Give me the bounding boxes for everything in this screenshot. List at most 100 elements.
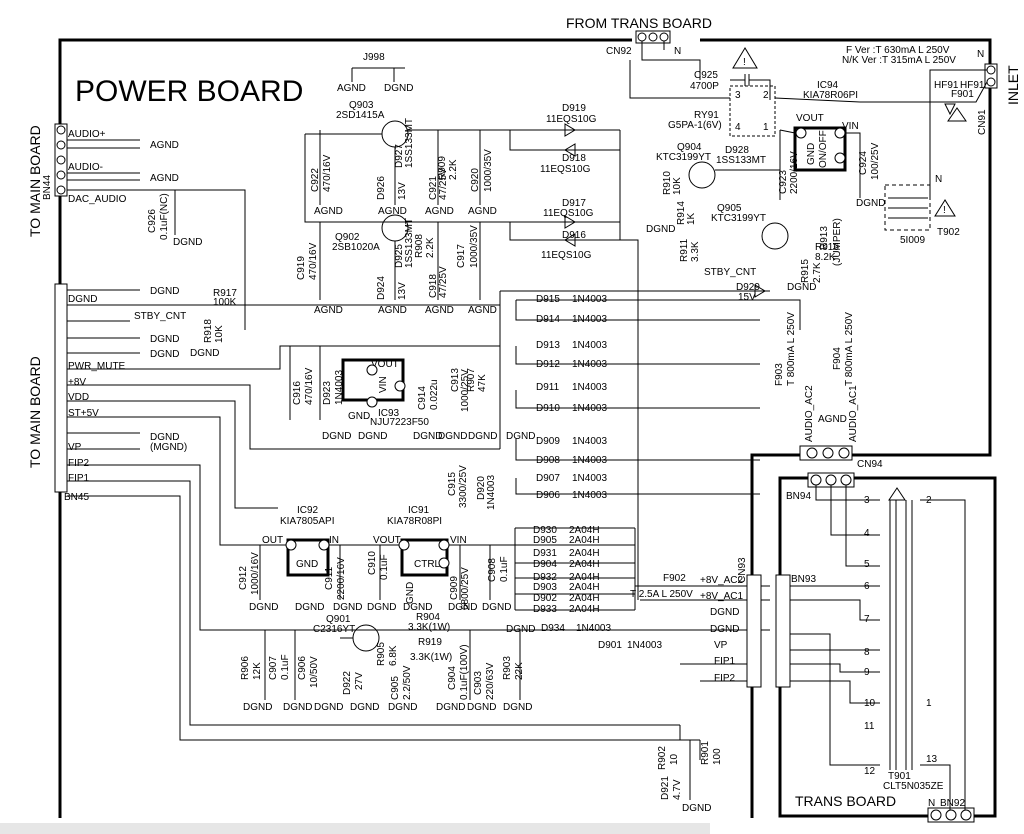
bn94-connector: BN94 [786,472,855,502]
to-main-label-top: TO MAIN BOARD [27,125,43,237]
c911-label: C911 [324,566,335,590]
c911-value: 2200/16V [336,557,347,600]
d903-value: 2A04H [569,582,600,593]
ic91-dgnd-2: DGND [448,602,477,613]
ic91-dgnd-3: DGND [482,602,511,613]
trans-board-outline [778,476,997,818]
cn94-pin3: AUDIO_AC1 [848,385,859,442]
r904-label: R904 [416,612,440,623]
c920-gnd: AGND [468,206,497,217]
d906-value: 1N4003 [572,490,607,501]
c920-label: C920 [470,168,481,192]
d933-label: D933 [533,604,557,615]
d922-value: 27V [354,672,365,690]
ic92-dgnd-2: DGND [295,602,324,613]
t901-pin13: 13 [926,754,938,765]
r918-gnd: DGND [190,348,219,359]
r915-label: R915 [800,259,811,283]
t901-value: CLT5N035ZE [883,781,944,792]
d931-label: D931 [533,548,557,559]
bn45-gnd-13: DGND [150,286,179,297]
ic93-label: IC93 [378,408,400,419]
cn93-label: CN93 [737,557,748,583]
ic93-dgnd-5: DGND [468,431,497,442]
d929-value: 15V [738,292,756,303]
bn93-connector: BN93 [775,574,816,688]
c910-label: C910 [367,551,378,575]
ic91-vout: VOUT [373,535,401,546]
c926-label: C926 [147,209,158,233]
d904-value: 2A04H [569,559,600,570]
d916-label: D916 [562,230,586,241]
relay-block: C925 4700P RY91 G5PA-1(6V) 3 2 4 1 IC94 … [500,60,960,303]
cn94-pin1: AUDIO_AC2 [804,385,815,442]
r905-label: R905 [376,642,387,666]
t901-pin11: 11 [864,721,875,732]
d932-value: 2A04H [569,572,600,583]
ic94-vout: VOUT [796,113,824,124]
q905-label: Q905 [717,203,742,214]
r909-value: 2.2K [448,159,459,180]
cn93-pin1: FIP2 [714,673,736,684]
r914-label: R914 [676,201,687,225]
d934-label: D934 [541,623,565,634]
d917-value: 11EQS10G [543,208,594,219]
c903-value: 220/63V [485,662,496,700]
c903-label: C903 [473,671,484,695]
c914-value: 0.022u [429,379,440,410]
ic92-value: KIA7805API [280,516,334,527]
t901-pin5: 5 [864,559,870,570]
c919-value: 470/16V [308,242,319,280]
c922-label: C922 [310,168,321,192]
d901-label: D901 [598,640,622,651]
q904-label: Q904 [677,142,702,153]
t901-pin1: 1 [926,698,932,709]
cn91-n-label: N [977,49,984,60]
d901-value: 1N4003 [627,640,662,651]
c916-label: C916 [292,381,303,405]
d919-d916-diodes: D919 11EQS10G D918 11EQS10G D917 11EQS10… [509,103,639,600]
ic94-vin: VIN [842,121,859,132]
r906-value: 12K [252,662,263,680]
d918-value: 11EQS10G [540,164,591,175]
r916-label: R916 [815,242,839,253]
c917-label: C917 [456,244,467,268]
d921-label: D921 [660,776,671,800]
bn45-dgnd: DGND [68,294,97,305]
d919-label: D919 [562,103,586,114]
r907-label: R907 [466,368,477,392]
bn45-vp: VP [68,442,82,453]
d926-gnd: AGND [378,206,407,217]
r909-label: R909 [437,156,448,180]
c924-value: 100/25V [870,142,881,180]
c915-value: 3300/25V [458,465,469,508]
c906-label: C906 [297,656,308,680]
d905-value: 2A04H [569,535,600,546]
c923-label: C923 [778,170,789,194]
d911-label: D911 [536,382,560,393]
r910-value: 10K [672,177,683,195]
q903-label: Q903 [349,100,374,111]
ic93-dgnd-2: DGND [358,431,387,442]
f904-value: T 800mA L 250V [844,312,855,386]
q902-label: Q902 [335,232,360,243]
ic92-dgnd-1: DGND [249,602,278,613]
d933-value: 2A04H [569,604,600,615]
d934-value: 1N4003 [576,623,611,634]
t902-label: T902 [937,227,960,238]
ic94-onoff: ON/OFF [818,130,829,168]
ic91-block: IC91 KIA78R08PI VOUT VIN CTRL GND C909 6… [259,505,620,635]
j998-agnd: AGND [337,83,366,94]
c905-label: C905 [390,676,401,700]
r919-value: 3.3K(1W) [410,652,452,663]
d917-label: D917 [562,198,586,209]
c919-label: C919 [296,256,307,280]
d908-value: 1N4003 [572,455,607,466]
d910-value: 1N4003 [572,403,607,414]
ic94-gnd: GND [806,143,817,165]
cn91-connector: CN91 N HF91 HF91 F901 [860,49,998,200]
d907-value: 1N4003 [572,473,607,484]
c907-label: C907 [268,656,279,680]
t901-pin4: 4 [864,528,870,539]
q901-dgnd-6: DGND [436,702,465,713]
